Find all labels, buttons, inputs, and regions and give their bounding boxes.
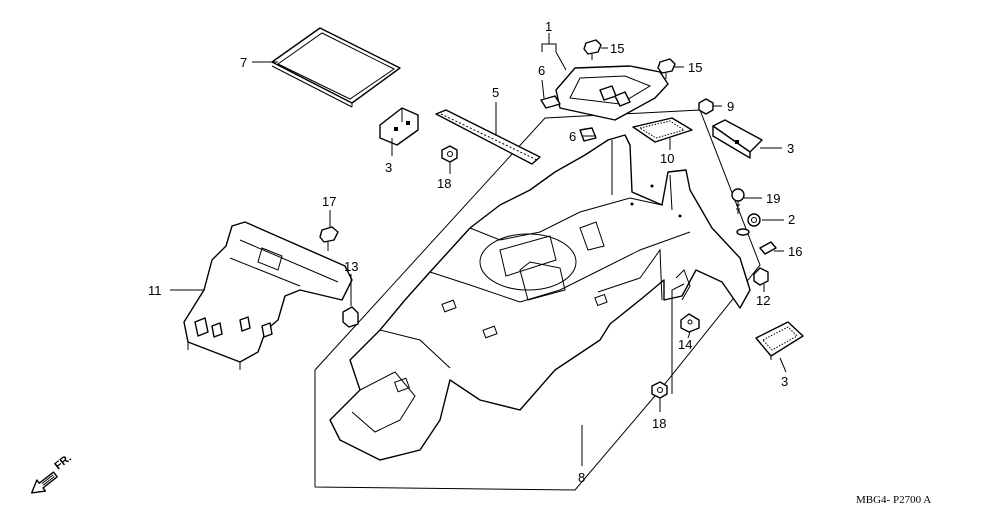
callout-18-top: 18 xyxy=(437,176,451,191)
callout-10: 10 xyxy=(660,151,674,166)
part-18-nut-lower xyxy=(651,381,668,399)
part-6-grommet-upper xyxy=(540,95,561,109)
part-18-nut-top xyxy=(441,145,458,163)
callout-15-a: 15 xyxy=(610,41,624,56)
assembly-outline xyxy=(314,109,761,491)
callout-12: 12 xyxy=(756,293,770,308)
part-15-bolt-b xyxy=(657,58,676,79)
part-3-block-right xyxy=(712,119,763,159)
leader-lines xyxy=(170,33,787,466)
front-direction-arrow: FR. xyxy=(30,452,74,494)
part-13-clip xyxy=(342,306,359,328)
part-3-clip-left xyxy=(379,107,419,146)
callout-14: 14 xyxy=(678,337,692,352)
part-8-rear-fender xyxy=(329,134,751,461)
part-6-grommet-lower xyxy=(579,127,597,142)
callout-labels: 1 2 3 3 3 5 6 6 7 8 9 10 11 12 13 14 15 … xyxy=(148,19,802,485)
callout-3-right: 3 xyxy=(787,141,794,156)
callout-15-b: 15 xyxy=(688,60,702,75)
part-15-bolt-a xyxy=(583,39,602,60)
callout-2: 2 xyxy=(788,212,795,227)
callout-17: 17 xyxy=(322,194,336,209)
callout-19: 19 xyxy=(766,191,780,206)
callout-11: 11 xyxy=(148,283,162,298)
callout-9: 9 xyxy=(727,99,734,114)
callout-16: 16 xyxy=(788,244,802,259)
callout-7: 7 xyxy=(240,55,247,70)
callout-6-lower: 6 xyxy=(569,129,576,144)
part-10-pad xyxy=(632,117,693,143)
part-17-bolt xyxy=(319,226,339,251)
callout-6-upper: 6 xyxy=(538,63,545,78)
part-5-seal xyxy=(435,109,541,165)
part-11-inner-fender xyxy=(183,221,353,370)
part-14-clip xyxy=(680,313,700,333)
part-12-grommet xyxy=(753,267,769,286)
part-3-reflector-lower xyxy=(755,321,804,360)
part-7-pad xyxy=(271,27,401,108)
callout-1: 1 xyxy=(545,19,552,34)
callout-18-lower: 18 xyxy=(652,416,666,431)
drawing-code: MBG4- P2700 A xyxy=(856,494,931,506)
callout-8: 8 xyxy=(578,470,585,485)
part-1-cover xyxy=(555,65,669,121)
callout-5: 5 xyxy=(492,85,499,100)
part-16-screw xyxy=(759,241,777,255)
part-2-collar xyxy=(736,213,761,236)
part-9-nut xyxy=(698,98,714,115)
fr-label: FR. xyxy=(52,452,73,472)
callout-13: 13 xyxy=(344,259,358,274)
part-19-bolt xyxy=(731,188,745,214)
callout-3-lower-right: 3 xyxy=(781,374,788,389)
callout-3-upper-left: 3 xyxy=(385,160,392,175)
